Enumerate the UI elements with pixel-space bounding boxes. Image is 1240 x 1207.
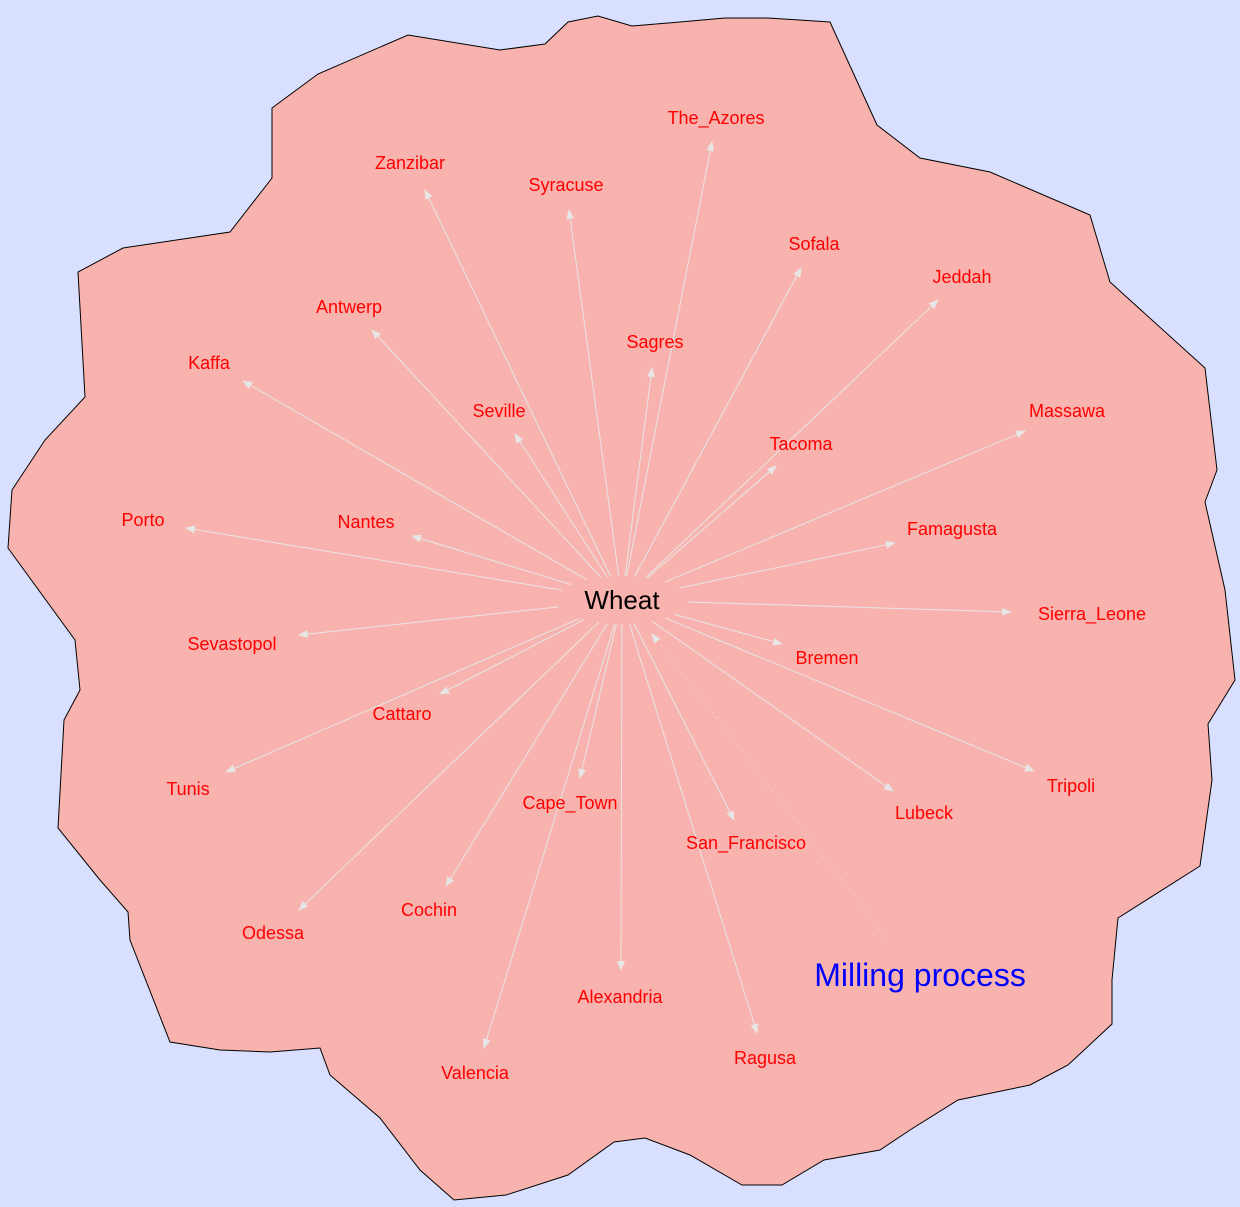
node-milling-process: Milling process [814, 957, 1026, 993]
node-lubeck: Lubeck [895, 803, 954, 823]
node-bremen: Bremen [795, 648, 858, 668]
edge-wheat-to-sierra-leone [687, 601, 1012, 616]
edge-wheat-to-the-azores [626, 141, 715, 577]
node-cochin: Cochin [401, 900, 457, 920]
edge-wheat-to-sofala [634, 267, 802, 577]
edge-milling-process-to-wheat [651, 633, 889, 941]
node-cape-town: Cape_Town [522, 793, 617, 814]
edge-wheat-to-valencia [482, 623, 616, 1049]
edge-wheat-to-odessa [298, 622, 599, 911]
node-sierra-leone: Sierra_Leone [1038, 604, 1146, 625]
node-tunis: Tunis [166, 779, 209, 799]
edge-wheat-to-antwerp [371, 329, 602, 578]
node-cattaro: Cattaro [372, 704, 431, 724]
edge-wheat-to-zanzibar [424, 189, 612, 577]
edge-wheat-to-syracuse [566, 209, 620, 577]
edge-wheat-to-nantes [411, 534, 572, 586]
edge-wheat-to-cape-town [578, 623, 617, 779]
node-wheat: Wheat [584, 585, 660, 615]
node-tripoli: Tripoli [1047, 776, 1095, 796]
node-famagusta: Famagusta [907, 519, 998, 539]
node-the-azores: The_Azores [667, 108, 764, 129]
edge-wheat-to-seville [514, 433, 608, 577]
node-nantes: Nantes [337, 512, 394, 532]
edge-wheat-to-alexandria [617, 623, 626, 971]
edge-wheat-to-bremen [674, 614, 783, 646]
cluster-blob [7, 15, 1236, 1201]
edge-wheat-to-tripoli [665, 617, 1035, 772]
node-massawa: Massawa [1029, 401, 1106, 421]
edge-wheat-to-sevastopol [298, 606, 559, 639]
node-sagres: Sagres [626, 332, 683, 352]
edge-wheat-to-sagres [624, 367, 655, 577]
edge-wheat-to-famagusta [679, 540, 896, 589]
edge-wheat-to-kaffa [242, 380, 588, 581]
node-alexandria: Alexandria [577, 987, 663, 1007]
node-zanzibar: Zanzibar [375, 153, 445, 173]
node-odessa: Odessa [242, 923, 305, 943]
edge-wheat-to-cochin [445, 623, 609, 887]
node-antwerp: Antwerp [316, 297, 382, 317]
node-seville: Seville [472, 401, 525, 421]
node-syracuse: Syracuse [528, 175, 603, 195]
node-ragusa: Ragusa [734, 1048, 797, 1068]
node-porto: Porto [121, 510, 164, 530]
edge-wheat-to-tunis [225, 617, 580, 773]
edge-wheat-to-lubeck [652, 620, 894, 792]
node-sofala: Sofala [788, 234, 840, 254]
node-jeddah: Jeddah [932, 267, 991, 287]
edge-wheat-to-jeddah [645, 299, 939, 578]
node-valencia: Valencia [441, 1063, 510, 1083]
edge-wheat-to-san-francisco [633, 623, 735, 821]
node-san-francisco: San_Francisco [686, 833, 806, 854]
edge-wheat-to-tacoma [647, 465, 777, 579]
node-sevastopol: Sevastopol [187, 634, 276, 654]
edge-wheat-to-ragusa [628, 623, 759, 1034]
node-kaffa: Kaffa [188, 353, 231, 373]
edge-wheat-to-cattaro [439, 619, 585, 695]
node-tacoma: Tacoma [769, 434, 833, 454]
edge-wheat-to-porto [185, 525, 562, 591]
edge-wheat-to-massawa [665, 430, 1026, 583]
